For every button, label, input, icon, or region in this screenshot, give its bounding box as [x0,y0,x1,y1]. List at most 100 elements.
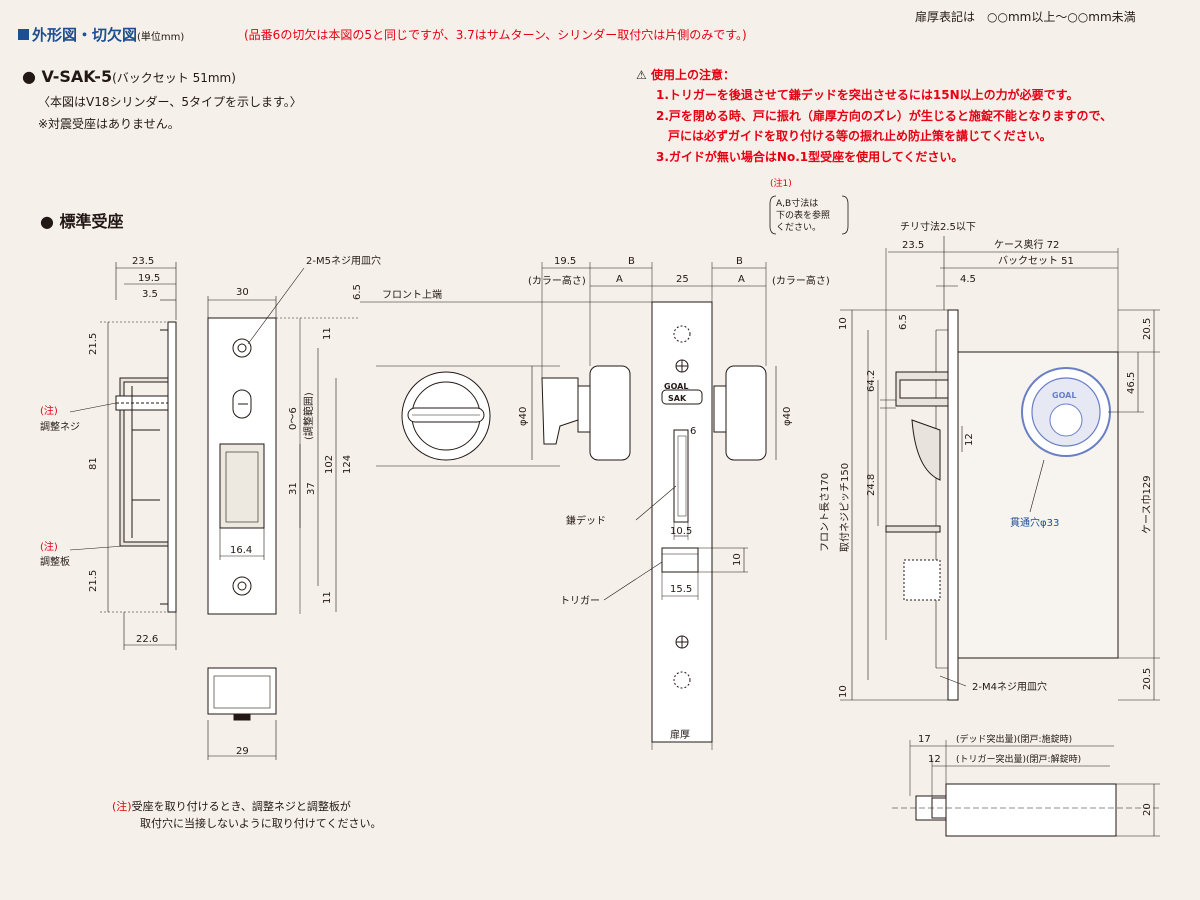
cylinder-brand: GOAL [1052,391,1076,400]
dim-label: A [616,274,623,285]
page-title: 外形図・切欠図(単位mm) [18,24,184,45]
strike-profile-dims: 23.5 19.5 3.5 21.5 81 21.5 22.6 (注) 調整ネジ… [40,256,160,645]
standard-strike-heading: ● 標準受座 [40,212,124,231]
dim-label: 20 [1142,803,1153,816]
dim-label: 46.5 [1126,372,1137,394]
caution-item-2: 2.戸を閉める時、戸に振れ（扉厚方向のズレ）が生じると施錠不能となりますので、 [656,109,1113,123]
adjust-screw-label: 調整ネジ [40,420,80,433]
dim-label: 10 [838,685,849,698]
dim-label: 10 [838,317,849,330]
brand-mark: GOAL [664,382,688,391]
model-subtitle: 〈本図はV18シリンダー、5タイプを示します。〉 [38,95,302,109]
header-note: (品番6の切欠は本図の5と同じですが、3.7はサムターン、シリンダー取付穴は片側… [244,28,747,42]
dim-label: 20.5 [1142,318,1153,340]
dim-label: 30 [236,287,249,298]
collar-label-right: (カラー高さ) [772,274,830,287]
brand-model: SAK [668,394,687,403]
dim-label: B [628,256,635,267]
lock-side-view [840,236,1160,837]
dim-label: 21.5 [88,333,99,355]
dim-label: 25 [676,274,689,285]
dim-label: 21.5 [88,570,99,592]
dim-label: 4.5 [960,274,976,285]
dead-projection-label: (デッド突出量)(閉戸:施錠時) [956,733,1072,745]
footnote-line-1: (注)受座を取り付けるとき、調整ネジと調整板が [112,800,351,813]
dim-label: ケース巾129 [1140,475,1153,534]
trigger-label: トリガー [560,595,600,607]
dim-label: 124 [342,455,353,474]
lock-front-dims: 19.5 B B A 25 A (カラー高さ) (カラー高さ) φ40 φ40 … [382,177,830,741]
dim-label: φ40 [518,407,529,426]
dim-label: (調整範囲) [302,392,315,440]
dim-label: 31 [288,482,299,495]
dim-label: 11 [322,591,333,604]
note1-line: ください。 [776,222,821,233]
door-thickness-label: 扉厚 [670,728,690,741]
unit-label: (単位mm) [137,32,185,43]
model-name: V-SAK-5 [41,67,113,86]
strike-plate-dims: 30 6.5 11 0～6 (調整範囲) 31 37 102 124 11 16… [230,254,381,757]
dim-label: φ40 [782,407,793,426]
dim-label: B [736,256,743,267]
dim-label: 29 [236,746,249,757]
dim-label: 6.5 [898,314,909,330]
caution-heading: ⚠ 使用上の注意： [636,68,735,82]
adjust-plate-mark: (注) [40,540,58,553]
dim-label: 12 [928,754,941,765]
footnote-line-2: 取付穴に当接しないように取り付けてください。 [140,817,382,830]
dim-label: 15.5 [670,584,692,595]
adjust-screw-mark: (注) [40,404,58,417]
dim-label: 6 [690,426,696,437]
model-note: ※対震受座はありません。 [38,117,180,131]
warning-icon: ⚠ [636,68,647,82]
screw-hole-label: 2-M5ネジ用皿穴 [306,254,381,267]
door-thickness-note: 扉厚表記は ○○mm以上～○○mm未満 [915,10,1136,24]
caution-item-3: 戸には必ずガイドを取り付ける等の振れ止め防止策を講じてください。 [656,129,1052,143]
dim-label: 10.5 [670,526,692,537]
lock-front-view [360,195,849,750]
chiri-label: チリ寸法2.5以下 [900,220,976,233]
dim-label: 3.5 [142,289,158,300]
dim-label: 22.6 [136,634,158,645]
note1-mark: (注1) [770,177,792,189]
dim-label: 17 [918,734,931,745]
through-hole-label: 貫通穴φ33 [1010,516,1059,529]
lock-side-dims: チリ寸法2.5以下 23.5 ケース奥行 72 バックセット 51 4.5 10… [819,220,1153,816]
dim-label: 20.5 [1142,668,1153,690]
dim-label: ケース奥行 72 [994,238,1059,251]
dim-label: 取付ネジピッチ150 [838,463,851,552]
caution-item-4: 3.ガイドが無い場合はNo.1型受座を使用してください。 [656,150,964,164]
collar-label-left: (カラー高さ) [528,274,586,287]
dim-label: 81 [88,457,99,470]
dim-label: 37 [306,482,317,495]
dim-label: 12 [964,433,975,446]
note1-line: A,B寸法は [776,197,818,209]
model-heading: ● V-SAK-5(バックセット 51mm) [22,67,236,86]
dim-label: 24.8 [866,474,877,496]
front-top-label: フロント上端 [382,288,442,301]
dim-label: 102 [324,455,335,474]
dim-label: 23.5 [902,240,924,251]
adjust-plate-label: 調整板 [40,555,70,568]
dim-label: 19.5 [138,273,160,284]
dim-label: 19.5 [554,256,576,267]
strike-plate-front [207,267,360,760]
dim-label: A [738,274,745,285]
dim-label: フロント長さ170 [819,473,831,552]
dim-label: 0～6 [288,407,299,430]
title-square-icon [18,29,29,40]
dim-label: 23.5 [132,256,154,267]
note1-line: 下の表を参照 [776,209,830,221]
strike-profile-view [69,262,177,650]
trigger-projection-label: (トリガー突出量)(閉戸:解錠時) [956,753,1081,765]
dim-label: 11 [322,327,333,340]
dead-label: 鎌デッド [566,514,606,527]
dim-label: 6.5 [352,284,363,300]
dim-label: 10 [732,553,743,566]
caution-item-1: 1.トリガーを後退させて鎌デッドを突出させるには15N以上の力が必要です。 [656,88,1079,102]
dim-label: 16.4 [230,545,252,556]
screw-label: 2-M4ネジ用皿穴 [972,680,1047,693]
model-backset: (バックセット 51mm) [112,71,236,85]
dim-label: バックセット 51 [998,255,1074,267]
